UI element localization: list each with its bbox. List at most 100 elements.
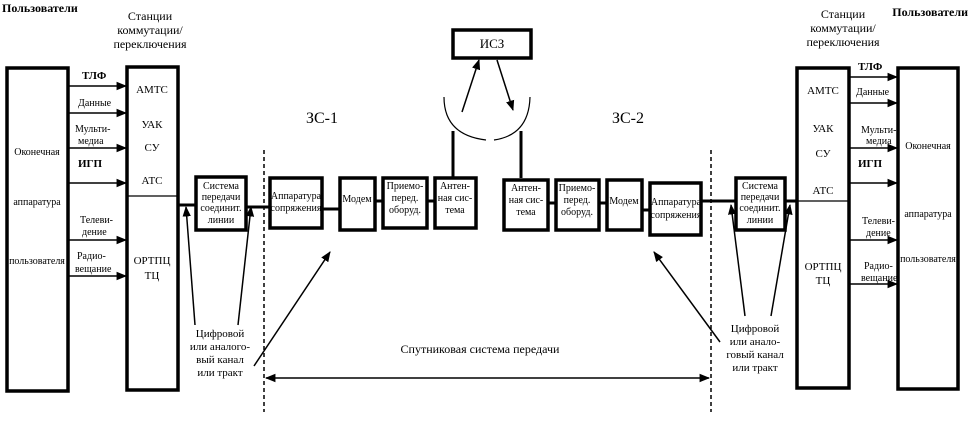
modem-right	[605, 178, 644, 232]
modem-right-label: Модем	[609, 196, 639, 207]
svg-text:или анало-: или анало-	[730, 336, 781, 348]
channel-label-right: Цифровой или анало- говый канал или трак…	[726, 323, 784, 374]
antenna-system-right	[502, 178, 550, 232]
station-amts-left: АМТС	[136, 84, 168, 96]
terminal-equipment-left	[5, 66, 70, 393]
switching-station-left	[125, 65, 180, 392]
interface-equipment-left	[268, 176, 324, 230]
terminal-label-right-1: Оконечная	[905, 141, 951, 152]
service-data-left: Данные	[78, 98, 112, 109]
service-links-left	[68, 81, 128, 281]
transceiver-right-label-3: оборуд.	[561, 207, 593, 218]
svg-text:передачи: передачи	[202, 192, 241, 203]
station-ortpc-left: ОРТПЦ	[134, 255, 171, 267]
service-tv-left-1: Телеви-	[80, 215, 113, 226]
interface-equipment-right	[648, 181, 703, 237]
svg-text:Цифровой: Цифровой	[731, 323, 780, 335]
header-stations-left: Станции коммутации/ переключения	[113, 9, 187, 51]
transceiver-left	[381, 176, 429, 230]
interface-left-label-1: Аппаратура	[271, 191, 322, 202]
line-system-right-label: Система передачи соединит. линии	[739, 181, 780, 226]
svg-text:передачи: передачи	[741, 192, 780, 203]
service-tv-right-1: Телеви-	[862, 216, 895, 227]
terminal-label-left-3: пользователя	[9, 256, 65, 267]
service-tlf-right: ТЛФ	[858, 61, 883, 73]
modem-left	[338, 176, 377, 232]
satellite-label: ИСЗ	[480, 36, 505, 51]
antenna-left-label-1: Антен-	[440, 181, 470, 192]
terminal-label-right-3: пользователя	[900, 254, 956, 265]
service-multimedia-right-1: Мульти-	[861, 125, 896, 136]
downlink-arrow	[496, 59, 515, 112]
station-tc-right: ТЦ	[816, 275, 831, 287]
channel-label-left: Цифровой или аналого- вый канал или трак…	[190, 328, 250, 379]
earth-station-2-label: ЗС-2	[612, 110, 644, 127]
channel-pointers-left	[182, 205, 331, 367]
transceiver-left-label-3: оборуд.	[389, 205, 421, 216]
earth-station-1-label: ЗС-1	[306, 110, 338, 127]
service-tv-right-2: дение	[866, 228, 891, 239]
station-tc-left: ТЦ	[145, 270, 160, 282]
service-multimedia-left-2: медиа	[78, 136, 104, 147]
svg-text:переключения: переключения	[806, 35, 880, 49]
service-igp-right: ИГП	[858, 158, 883, 170]
svg-text:линии: линии	[747, 215, 774, 226]
header-stations-right: Станции коммутации/ переключения	[806, 7, 880, 49]
svg-text:соединит.: соединит.	[739, 203, 780, 214]
service-tlf-left: ТЛФ	[82, 70, 107, 82]
svg-text:Система: Система	[742, 181, 779, 192]
satellite-system-label: Спутниковая система передачи	[401, 342, 560, 356]
station-su-right: СУ	[816, 148, 831, 160]
svg-text:или тракт: или тракт	[732, 362, 778, 374]
station-su-left: СУ	[145, 142, 160, 154]
modem-left-label: Модем	[342, 194, 372, 205]
station-uak-right: УАК	[813, 123, 835, 135]
service-tv-left-2: дение	[82, 227, 107, 238]
svg-text:линии: линии	[208, 215, 235, 226]
station-ats-left: АТС	[141, 175, 162, 187]
service-radio-right-1: Радио-	[864, 261, 893, 272]
antenna-left-label-2: ная сис-	[438, 193, 472, 204]
station-ortpc-right: ОРТПЦ	[805, 261, 842, 273]
antenna-system-left	[433, 176, 478, 230]
antenna-right-label-2: ная сис-	[509, 195, 543, 206]
line-system-left	[194, 175, 248, 232]
service-igp-left: ИГП	[78, 158, 103, 170]
terminal-label-right-2: аппаратура	[904, 209, 952, 220]
antenna-right-label-1: Антен-	[511, 183, 541, 194]
service-radio-left-1: Радио-	[77, 251, 106, 262]
uplink-arrow	[461, 59, 481, 113]
svg-text:коммутации/: коммутации/	[810, 21, 876, 35]
svg-text:Цифровой: Цифровой	[196, 328, 245, 340]
transceiver-left-label-1: Приемо-	[387, 181, 424, 192]
svg-text:соединит.: соединит.	[200, 203, 241, 214]
dish-left	[443, 96, 487, 141]
service-links-right	[849, 72, 899, 289]
svg-text:коммутации/: коммутации/	[117, 23, 183, 37]
channel-pointers-right	[653, 203, 793, 343]
transceiver-right-label-1: Приемо-	[559, 183, 596, 194]
header-users-left: Пользователи	[2, 1, 78, 15]
service-radio-right-2: вещание	[861, 273, 898, 284]
line-system-left-label: Система передачи соединит. линии	[200, 181, 241, 226]
svg-text:Станции: Станции	[128, 9, 173, 23]
svg-text:переключения: переключения	[113, 37, 187, 51]
svg-text:или аналого-: или аналого-	[190, 341, 250, 353]
header-users-right: Пользователи	[892, 5, 968, 19]
dish-right	[493, 96, 531, 141]
service-multimedia-left-1: Мульти-	[75, 124, 110, 135]
satellite-box	[451, 28, 533, 60]
transceiver-right-label-2: перед.	[564, 195, 591, 206]
service-multimedia-right-2: медиа	[866, 136, 892, 147]
interface-right-label-2: сопряжения	[651, 210, 702, 221]
switching-station-right	[795, 66, 851, 390]
antenna-left-label-3: тема	[445, 205, 465, 216]
interface-left-label-2: сопряжения	[271, 203, 322, 214]
svg-text:или тракт: или тракт	[197, 367, 243, 379]
transceiver-right	[554, 178, 601, 232]
service-radio-left-2: вещание	[75, 264, 112, 275]
terminal-label-left-2: аппаратура	[13, 197, 61, 208]
antenna-right-label-3: тема	[516, 207, 536, 218]
svg-text:Система: Система	[203, 181, 240, 192]
